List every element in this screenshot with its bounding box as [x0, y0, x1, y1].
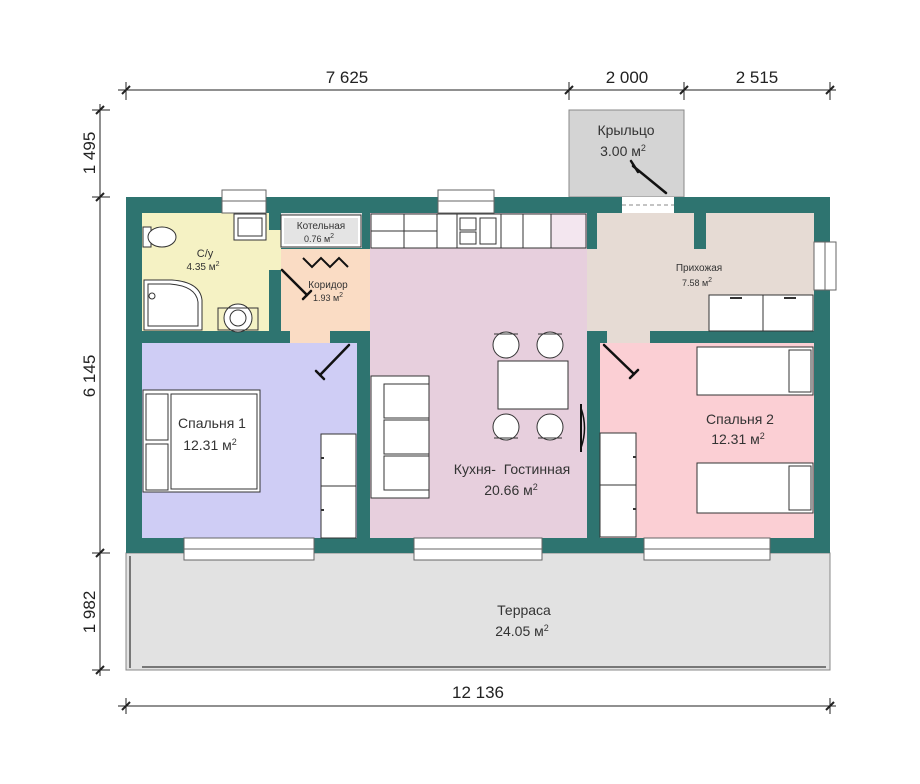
chair-icon [492, 331, 520, 359]
bathroom-name: С/у [197, 248, 214, 260]
dining-set [492, 331, 569, 441]
dim-left-bottom: 1 982 [80, 591, 99, 634]
hall-area: 7.58 м2 [682, 277, 712, 288]
hall-name: Прихожая [676, 263, 722, 274]
bedroom1-furniture [142, 389, 357, 539]
chair-icon [536, 413, 564, 441]
bathroom-area: 4.35 м2 [186, 261, 219, 273]
wall-stub [587, 213, 597, 249]
boiler-folding-door [302, 256, 349, 269]
boiler-name: Котельная [297, 221, 345, 232]
bedroom2-area: 12.31 м2 [711, 431, 765, 447]
wall-stub [587, 331, 607, 343]
dining-table [497, 360, 569, 410]
corridor-area: 1.93 м2 [313, 292, 343, 303]
dim-bottom: 12 136 [452, 683, 504, 702]
wall-stub [650, 331, 814, 343]
dim-left-mid: 6 145 [80, 355, 99, 398]
wardrobe [599, 432, 637, 486]
door-swings [280, 159, 668, 381]
bedroom2-door-opening [607, 331, 650, 343]
wall-stub [694, 213, 706, 249]
dim-left-top: 1 495 [80, 132, 99, 175]
toilet-icon [147, 226, 177, 248]
hall-cabinets [708, 294, 814, 332]
living-area: 20.66 м2 [484, 482, 538, 498]
bedroom1-name: Спальня 1 [178, 415, 246, 431]
porch-area: 3.00 м2 [600, 143, 646, 159]
porch-name: Крыльцо [597, 122, 654, 138]
bathroom-fixtures [142, 213, 267, 333]
wardrobe [320, 433, 357, 487]
dimension-lines [92, 82, 836, 714]
dim-top-right: 2 515 [736, 68, 779, 87]
chair-icon [536, 331, 564, 359]
dim-top-left: 7 625 [326, 68, 369, 87]
wall-stub [357, 343, 370, 538]
tv-icon [580, 404, 586, 452]
windows [183, 189, 837, 561]
living-name: Кухня- Гостинная [454, 461, 570, 477]
entry-door-opening [622, 197, 674, 213]
bathroom-door-opening [268, 230, 281, 270]
bedroom2-name: Спальня 2 [706, 411, 774, 427]
wall-stub [587, 343, 600, 538]
terrace-area: 24.05 м2 [495, 623, 549, 639]
bedroom1-area: 12.31 м2 [183, 437, 237, 453]
porch [568, 109, 685, 198]
kitchen-counter [370, 213, 587, 249]
terrace-name: Терраса [497, 602, 551, 618]
bedroom1-door-opening [290, 331, 330, 343]
bedroom2-furniture [599, 346, 814, 538]
chair-icon [492, 413, 520, 441]
dim-top-mid: 2 000 [606, 68, 649, 87]
corridor-name: Коридор [308, 280, 348, 291]
boiler-room-floor [284, 218, 358, 244]
terrace [125, 552, 831, 671]
boiler-area: 0.76 м2 [304, 233, 334, 244]
sofa [370, 375, 430, 499]
